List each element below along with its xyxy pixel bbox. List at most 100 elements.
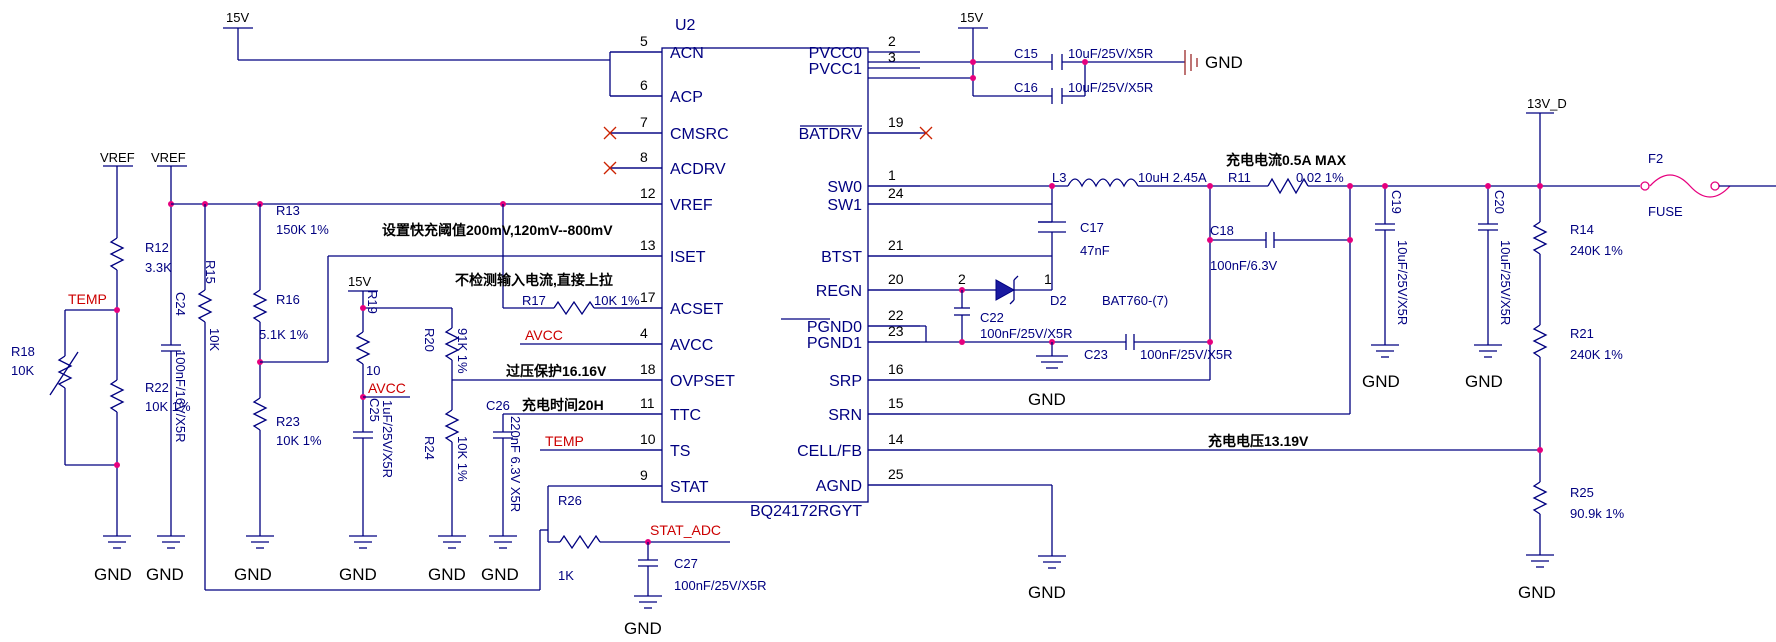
r19-ref: R19: [365, 290, 380, 314]
note-fast-charge: 设置快充阈值200mV,120mV--800mV: [382, 222, 613, 238]
pin-name: CMSRC: [670, 126, 729, 143]
junction: [360, 305, 366, 311]
inductor-l3: [1067, 178, 1139, 188]
gnd-label: GND: [1205, 53, 1243, 72]
gnd-label: GND: [1028, 390, 1066, 409]
c19-ref: C19: [1389, 190, 1404, 214]
pin-name: BTST: [821, 249, 862, 266]
junction: [970, 59, 976, 65]
pin-number: 9: [640, 467, 648, 483]
gnd-label: GND: [94, 565, 132, 584]
ic-u2-part: BQ24172RGYT: [750, 503, 862, 520]
r14-ref: R14: [1570, 222, 1594, 237]
r19-value: 10: [366, 363, 380, 378]
resistor-r17: [553, 300, 595, 316]
r25-ref: R25: [1570, 485, 1594, 500]
pin-number: 25: [888, 466, 904, 482]
r23-ref: R23: [276, 414, 300, 429]
pin-name: ACP: [670, 89, 703, 106]
fuse-f2: [1649, 174, 1731, 198]
resistor-r16: [252, 289, 268, 323]
power-label-vref-b: VREF: [151, 150, 186, 165]
pin-name: CELL/FB: [797, 443, 862, 460]
r20-value: 91K 1%: [455, 328, 470, 374]
gnd-label: GND: [624, 619, 662, 638]
resistor-r15: [197, 289, 213, 323]
r24-value: 10K 1%: [455, 436, 470, 482]
r26-value: 1K: [558, 568, 574, 583]
agnd: GND: [868, 484, 1066, 602]
r17-value: 10K 1%: [594, 293, 640, 308]
net-avcc-pin: AVCC: [525, 327, 563, 343]
vref-temp-network: VREF GND TEMP R12 3.3K R18 10K R22 10K 1…: [11, 150, 767, 638]
junction: [1382, 183, 1388, 189]
resistor-r23: [252, 397, 268, 431]
gnd-label: GND: [1518, 583, 1556, 602]
pin-name: ACDRV: [670, 161, 726, 178]
pin-name: PGND1: [807, 335, 862, 352]
pin-name: REGN: [816, 283, 862, 300]
pin-number: 15: [888, 395, 904, 411]
pin-number: 21: [888, 237, 904, 253]
power-label-13v-d: 13V_D: [1527, 96, 1567, 111]
pin-name: TS: [670, 443, 690, 460]
r18-ref: R18: [11, 344, 35, 359]
pin-number: 12: [640, 185, 656, 201]
c26-ref: C26: [486, 398, 510, 413]
junction: [1207, 339, 1213, 345]
c16-ref: C16: [1014, 80, 1038, 95]
junction: [1347, 183, 1353, 189]
pin-name: ACN: [670, 45, 704, 62]
pin-number: 2: [888, 33, 896, 49]
pin-name: AGND: [816, 478, 862, 495]
r21-value: 240K 1%: [1570, 347, 1623, 362]
r21-ref: R21: [1570, 326, 1594, 341]
r17-ref: R17: [522, 293, 546, 308]
resistor-r25: [1532, 481, 1548, 515]
current-sense: C18 100nF/6.3V: [868, 183, 1353, 415]
no-connect-marks: [603, 126, 933, 175]
r11-ref: R11: [1228, 170, 1251, 185]
l3-ref: L3: [1052, 170, 1066, 185]
junction: [1082, 59, 1088, 65]
gnd-symbol-sideways: [1184, 50, 1198, 75]
junction: [114, 462, 120, 468]
pin-name: PGND0: [807, 319, 862, 336]
r11-value: 0.02 1%: [1296, 170, 1344, 185]
r23-value: 10K 1%: [276, 433, 322, 448]
junction: [1537, 183, 1543, 189]
pin-number: 20: [888, 271, 904, 287]
d2-pin-a: 2: [958, 271, 966, 287]
r22-value: 10K 1%: [145, 399, 191, 414]
r15-value: 10K: [207, 328, 222, 351]
nc-x: [919, 126, 933, 140]
pin-name: PVCC1: [809, 61, 862, 78]
junction: [1347, 237, 1353, 243]
pin-number: 11: [640, 395, 655, 411]
c19-value: 10uF/25V/X5R: [1395, 240, 1410, 325]
c26-value: 220nF 6.3V X5R: [508, 416, 523, 512]
thermistor-arrow: [49, 351, 79, 396]
net-stat-adc: STAT_ADC: [650, 522, 721, 538]
pin-number: 7: [640, 114, 648, 130]
net-temp-left: TEMP: [68, 291, 107, 307]
r12-ref: R12: [145, 240, 169, 255]
pin-name: SW0: [827, 179, 862, 196]
junction: [1049, 183, 1055, 189]
r13-ref: R13: [276, 203, 300, 218]
r12-value: 3.3K: [145, 260, 172, 275]
pin-name: STAT: [670, 479, 709, 496]
c16-value: 10uF/25V/X5R: [1068, 80, 1153, 95]
nc-x: [603, 126, 617, 140]
pin-number: 19: [888, 114, 904, 130]
pin-name: TTC: [670, 407, 701, 424]
resistor-r21: [1532, 324, 1548, 358]
net-avcc-c25: AVCC: [368, 380, 406, 396]
power-label-15v-r19: 15V: [348, 274, 371, 289]
r16-value: 5.1K 1%: [259, 327, 309, 342]
pin-name: PVCC0: [809, 45, 862, 62]
power-label-15v-right: 15V: [960, 10, 983, 25]
d2-value: BAT760-(7): [1102, 293, 1168, 308]
r13-value: 150K 1%: [276, 222, 329, 237]
